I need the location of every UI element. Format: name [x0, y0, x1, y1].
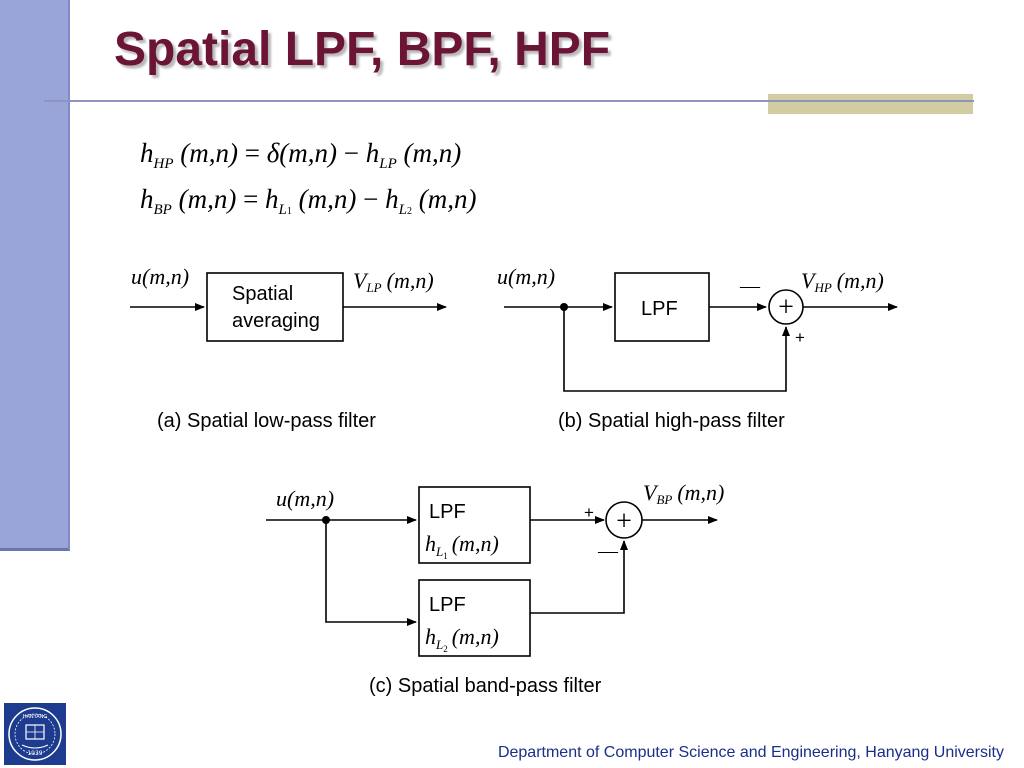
diagram-c-block1-subscript: L	[435, 544, 443, 559]
eq-bp-h1-args: (m,n)	[298, 184, 357, 214]
eq-bp-equals: =	[243, 184, 259, 214]
diagram-c-block1-func: hL1 (m,n)	[425, 531, 499, 561]
logo-year: 1939	[27, 750, 42, 757]
diagram-c-block2-label: LPF	[429, 594, 466, 616]
diagram-b-output-label: VHP (m,n)	[801, 268, 884, 295]
diagram-c-block1-index: 1	[443, 551, 448, 561]
diagram-c-output-label: VBP (m,n)	[643, 480, 724, 507]
diagram-c-block2-subscript: L	[435, 637, 443, 652]
equation-bandpass: hBP (m,n) = hL1 (m,n) − hL2 (m,n)	[140, 184, 476, 219]
diagram-b-input-label: u(m,n)	[497, 264, 555, 289]
eq-hp-rhs-args: (m,n)	[403, 138, 462, 168]
diagram-a-caption: (a) Spatial low-pass filter	[157, 410, 376, 432]
diagram-c-sum-symbol: +	[616, 506, 632, 537]
diagram-c-minus-sign: —	[597, 540, 619, 562]
diagram-c-caption: (c) Spatial band-pass filter	[369, 675, 602, 697]
diagram-b-branch-dot	[560, 303, 568, 311]
eq-bp-h1-index: 1	[286, 206, 292, 217]
title-rule	[44, 100, 974, 102]
diagram-c-input-label: u(m,n)	[276, 486, 334, 511]
diagram-b-sum-symbol: +	[778, 292, 794, 323]
diagram-c-block2-func: hL2 (m,n)	[425, 624, 499, 654]
logo-name: HANYANG	[23, 714, 48, 720]
diagram-c-output-args: (m,n)	[677, 480, 724, 505]
diagram-a-block-line2: averaging	[232, 310, 320, 332]
diagram-c-branch-arrow	[325, 520, 417, 626]
eq-bp-minus: −	[363, 184, 379, 214]
eq-hp-rhs-subscript: LP	[379, 156, 397, 172]
diagram-b-minus-sign: —	[739, 275, 761, 297]
diagram-a-output-args: (m,n)	[387, 268, 434, 293]
eq-hp-lhs-symbol: h	[140, 138, 154, 168]
eq-hp-lhs-args: (m,n)	[180, 138, 238, 168]
eq-bp-h1-subscript: L	[278, 202, 287, 218]
diagram-c-lpf2-to-sum-arrow	[530, 540, 628, 614]
diagram-c-output-subscript: BP	[656, 492, 672, 507]
diagram-c-block2-symbol: h	[425, 624, 436, 649]
eq-bp-h1-symbol: h	[265, 184, 279, 214]
diagram-a-output-symbol: V	[353, 268, 369, 293]
diagram-a-output-label: VLP (m,n)	[353, 268, 434, 295]
eq-bp-lhs-args: (m,n)	[178, 184, 237, 214]
eq-bp-lhs-symbol: h	[140, 184, 154, 214]
diagram-b-output-symbol: V	[801, 268, 817, 293]
diagram-b-output-args: (m,n)	[837, 268, 884, 293]
diagram-b-caption: (b) Spatial high-pass filter	[558, 410, 785, 432]
diagram-b-output-subscript: HP	[813, 280, 831, 295]
diagram-b-highpass	[504, 272, 898, 392]
eq-hp-equals: =	[244, 138, 260, 168]
diagram-c-block2-args: (m,n)	[452, 624, 499, 649]
diagram-c-block1-args: (m,n)	[452, 531, 499, 556]
equation-highpass: hHP (m,n) = δ(m,n) − hLP (m,n)	[140, 138, 461, 173]
sidebar-band	[0, 0, 70, 551]
eq-bp-lhs-subscript: BP	[153, 202, 172, 218]
diagram-a-output-subscript: LP	[365, 280, 381, 295]
title-rule-accent-line	[768, 100, 973, 102]
footer-department: Department of Computer Science and Engin…	[497, 744, 1004, 761]
eq-hp-delta: δ	[266, 138, 280, 168]
diagram-c-block2-index: 2	[443, 644, 448, 654]
eq-hp-minus: −	[343, 138, 359, 168]
title-rule-accent	[768, 94, 973, 114]
diagram-c-lpf1-block	[418, 486, 531, 564]
diagram-c-output-symbol: V	[643, 480, 659, 505]
eq-hp-lhs-subscript: HP	[153, 156, 174, 172]
eq-hp-rhs-symbol: h	[365, 138, 380, 168]
diagram-a-lowpass	[130, 272, 447, 342]
slide-title: Spatial LPF, BPF, HPF	[114, 23, 611, 76]
diagram-b-block-label: LPF	[641, 298, 678, 320]
diagram-a-block-line1: Spatial	[232, 283, 293, 305]
diagram-c-branch-dot	[322, 516, 330, 524]
eq-bp-h2-symbol: h	[385, 184, 399, 214]
diagram-c-lpf2-block	[418, 579, 531, 657]
diagram-c-block1-symbol: h	[425, 531, 436, 556]
eq-bp-h2-args: (m,n)	[418, 184, 477, 214]
diagram-c-block1-label: LPF	[429, 501, 466, 523]
eq-bp-h2-subscript: L	[398, 202, 407, 218]
eq-bp-h2-index: 2	[406, 206, 412, 217]
diagram-c-plus-sign: +	[584, 503, 594, 522]
diagram-a-input-label: u(m,n)	[131, 264, 189, 289]
diagram-c-bandpass	[266, 486, 718, 657]
diagram-b-bypass-path	[563, 307, 790, 392]
university-seal-logo: 1939 HANYANG	[4, 703, 66, 765]
eq-hp-delta-args: (m,n)	[279, 138, 338, 168]
diagram-b-plus-sign: +	[795, 328, 805, 347]
